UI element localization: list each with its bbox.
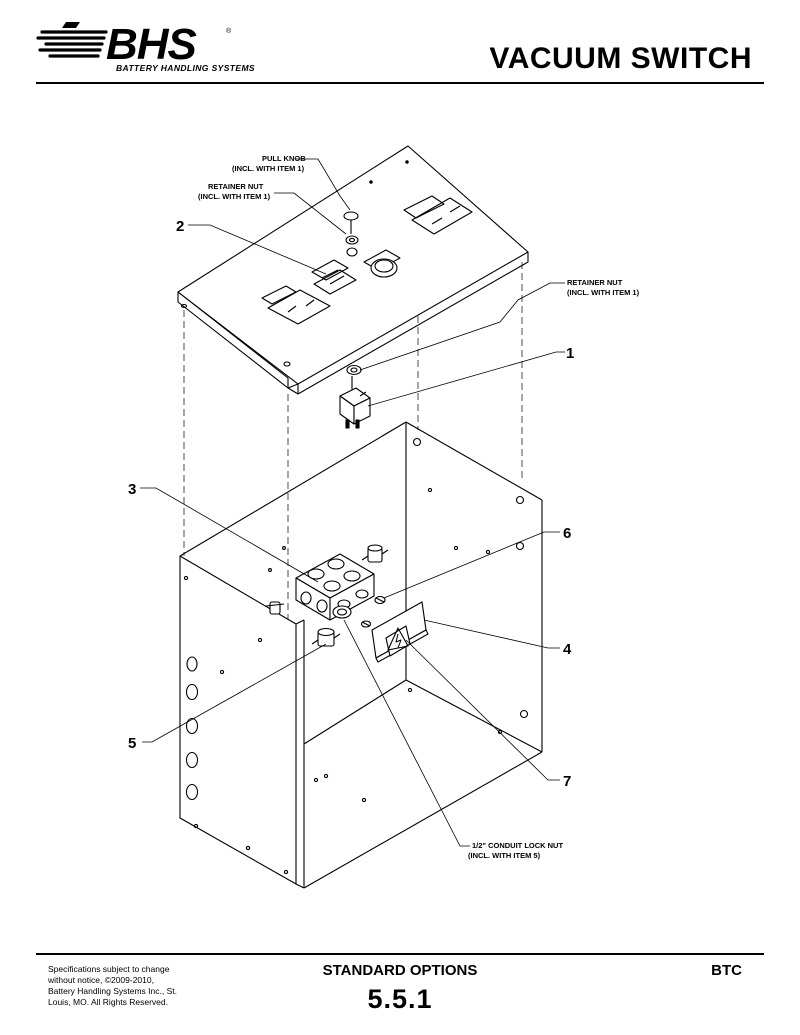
mount-nut	[412, 437, 422, 447]
item-number-6: 6	[563, 525, 571, 542]
pull-knob-note: (INCL. WITH ITEM 1)	[232, 164, 305, 173]
conduit-lock-nut-label: 1/2" CONDUIT LOCK NUT	[472, 841, 563, 850]
switch-label-upper	[311, 259, 349, 281]
conduit-connector-item-5	[311, 627, 341, 647]
ground-screw	[360, 595, 386, 628]
copyright-line: Louis, MO. All Rights Reserved.	[48, 997, 168, 1007]
item-number-3: 3	[128, 481, 136, 498]
retainer-nut-top	[345, 235, 359, 245]
copyright-line: Battery Handling Systems Inc., St.	[48, 986, 177, 996]
mount-nut	[519, 709, 529, 719]
item-number-1: 1	[566, 345, 574, 362]
mount-nut	[515, 541, 525, 551]
conduit-lock-nut-note: (INCL. WITH ITEM 5)	[468, 851, 541, 860]
switch-label-plate	[313, 269, 357, 295]
footer-divider	[36, 953, 764, 955]
logo-wordmark: BHS	[106, 20, 197, 69]
item-number-4: 4	[563, 641, 572, 658]
retainer-nut-right-note: (INCL. WITH ITEM 1)	[567, 288, 640, 297]
knockout-hole	[185, 683, 199, 701]
logo-subtitle: BATTERY HANDLING SYSTEMS	[116, 63, 256, 73]
panel-bushing	[346, 247, 358, 257]
knockout-hole	[185, 717, 199, 735]
high-voltage-warning-icon	[387, 627, 409, 651]
speed-lines-icon	[36, 22, 108, 58]
knockout-hole	[185, 751, 199, 769]
lid-slot	[283, 361, 291, 367]
label-plate-right	[411, 197, 473, 235]
item-number-5: 5	[128, 735, 136, 752]
callout-labels: PULL KNOB (INCL. WITH ITEM 1) RETAINER N…	[128, 154, 640, 860]
warning-label-plate	[371, 601, 429, 663]
exploded-assembly-diagram: PULL KNOB (INCL. WITH ITEM 1) RETAINER N…	[128, 145, 640, 889]
leader-lines	[140, 158, 565, 847]
knockout-hole	[186, 656, 198, 672]
header-divider	[36, 82, 764, 84]
section-title: STANDARD OPTIONS	[322, 962, 478, 979]
conduit-lock-nut	[332, 605, 352, 619]
vacuum-switch-body	[339, 364, 371, 429]
conduit-connector-upper	[361, 544, 389, 563]
indicator-button	[370, 258, 398, 278]
knockout-hole	[185, 783, 199, 801]
label-plate-left	[267, 289, 331, 325]
page-title: VACUUM SWITCH	[489, 42, 752, 75]
label-slot-left	[261, 285, 297, 305]
retainer-nut-top-label: RETAINER NUT	[208, 182, 264, 191]
bhs-logo: BHS ® BATTERY HANDLING SYSTEMS	[36, 16, 255, 76]
item-number-7: 7	[563, 773, 571, 790]
section-number: 5.5.1	[367, 984, 433, 1014]
copyright-line: Specifications subject to change	[48, 964, 170, 974]
copyright-note: Specifications subject to change without…	[48, 964, 178, 1008]
pull-knob-label: PULL KNOB	[262, 154, 306, 163]
label-slot-right	[403, 195, 445, 219]
lid-slot	[180, 303, 188, 309]
registered-mark: ®	[226, 28, 232, 35]
clamp-connector-left	[265, 601, 285, 615]
enclosure-box	[179, 421, 543, 889]
product-code: BTC	[711, 962, 742, 979]
junction-box	[295, 553, 375, 621]
pull-knob	[343, 211, 359, 221]
item-number-2: 2	[176, 218, 184, 235]
copyright-line: without notice, ©2009-2010,	[48, 975, 154, 985]
mount-nut	[515, 495, 525, 505]
enclosure-lid	[177, 145, 529, 395]
retainer-nut-top-note: (INCL. WITH ITEM 1)	[198, 192, 271, 201]
retainer-nut-right-label: RETAINER NUT	[567, 278, 623, 287]
